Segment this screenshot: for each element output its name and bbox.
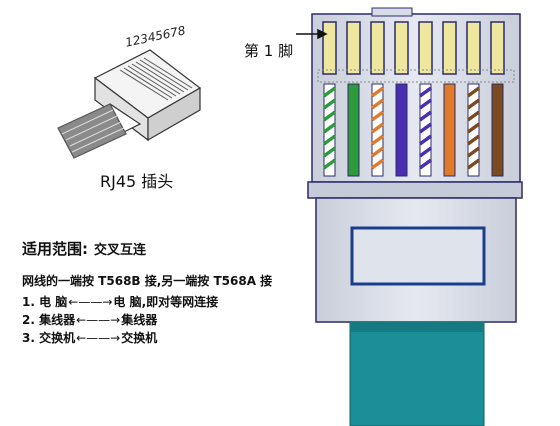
- plug-caption: RJ45 插头: [100, 172, 174, 191]
- wire-stripe: [418, 146, 433, 158]
- wire-stripe: [370, 122, 385, 134]
- wire-stripe: [322, 86, 337, 98]
- connection-num: 1.: [22, 295, 35, 309]
- connection-item: 2. 集线器←——→集线器: [22, 311, 157, 328]
- wire-stripe: [418, 86, 433, 98]
- wire-stripe: [370, 146, 385, 158]
- pin-4: [394, 21, 409, 177]
- scope-title: 适用范围:: [22, 240, 88, 258]
- connection-num: 2.: [22, 313, 35, 327]
- wire-stripe: [418, 98, 433, 110]
- pin-8: [490, 21, 505, 177]
- connector-large: [307, 7, 523, 426]
- pin-5: [418, 21, 433, 177]
- pin-wire: [347, 83, 360, 177]
- wire-stripe: [466, 146, 481, 158]
- pin-contact: [370, 21, 385, 75]
- wire-stripe: [370, 134, 385, 146]
- pin-6: [442, 21, 457, 177]
- connection-num: 3.: [22, 331, 35, 345]
- wire-stripe: [322, 158, 337, 170]
- wire-stripe: [370, 98, 385, 110]
- pin-contact: [346, 21, 361, 75]
- pin-group: [322, 21, 505, 177]
- wiring-description: 网线的一端按 T568B 接,另一端按 T568A 接: [22, 274, 273, 288]
- pin-7: [466, 21, 481, 177]
- wire-stripe: [322, 122, 337, 134]
- wire-guide: [317, 69, 515, 83]
- wire-stripe: [418, 122, 433, 134]
- plug-contacts: [119, 57, 193, 101]
- connection-left: 交换机: [39, 331, 76, 345]
- pin-contact: [466, 21, 481, 75]
- wire-stripe: [418, 158, 433, 170]
- pin-3: [370, 21, 385, 177]
- wire-stripe: [370, 86, 385, 98]
- plug-cable: [57, 103, 127, 159]
- wire-stripe: [322, 146, 337, 158]
- top-tab: [371, 7, 413, 17]
- pin1-label: 第 1 脚: [244, 42, 294, 60]
- pin1-arrow: [296, 28, 328, 40]
- wire-stripe: [322, 110, 337, 122]
- wire-stripe: [370, 110, 385, 122]
- wire-stripe: [418, 134, 433, 146]
- connection-right: 交换机: [121, 331, 158, 345]
- connection-right: 集线器: [121, 313, 158, 327]
- connection-right: 电 脑,即对等网连接: [113, 295, 219, 309]
- boot-shade: [350, 322, 484, 332]
- pin-contact: [442, 21, 457, 75]
- connector-top: [311, 13, 521, 183]
- double-arrow-icon: ←——→: [76, 313, 121, 327]
- pin-contact: [322, 21, 337, 75]
- pin-contact: [418, 21, 433, 75]
- double-arrow-icon: ←——→: [68, 295, 113, 309]
- pin-wire: [443, 83, 456, 177]
- wire-stripe: [466, 86, 481, 98]
- wire-stripe: [370, 158, 385, 170]
- wire-stripe: [322, 98, 337, 110]
- connection-left: 电 脑: [39, 295, 68, 309]
- wire-stripe: [418, 110, 433, 122]
- wire-stripe: [466, 158, 481, 170]
- wire-stripe: [466, 134, 481, 146]
- double-arrow-icon: ←——→: [76, 331, 121, 345]
- connection-item: 3. 交换机←——→交换机: [22, 329, 157, 346]
- wire-stripe: [322, 134, 337, 146]
- plug-sketch: [57, 49, 202, 159]
- wire-stripe: [466, 122, 481, 134]
- connector-band: [307, 181, 523, 199]
- scope-heading: 适用范围: 交叉互连: [22, 238, 146, 259]
- connection-left: 集线器: [39, 313, 76, 327]
- cable-boot: [349, 321, 485, 426]
- pin-wire: [491, 83, 504, 177]
- latch-window: [350, 226, 486, 286]
- scope-value: 交叉互连: [94, 243, 147, 258]
- pin-2: [346, 21, 361, 177]
- wire-stripe: [466, 98, 481, 110]
- pin-contact: [490, 21, 505, 75]
- pin-contact: [394, 21, 409, 75]
- pin-1: [322, 21, 337, 177]
- pin-wire: [395, 83, 408, 177]
- connection-item: 1. 电 脑←——→电 脑,即对等网连接: [22, 293, 218, 310]
- wire-stripe: [466, 110, 481, 122]
